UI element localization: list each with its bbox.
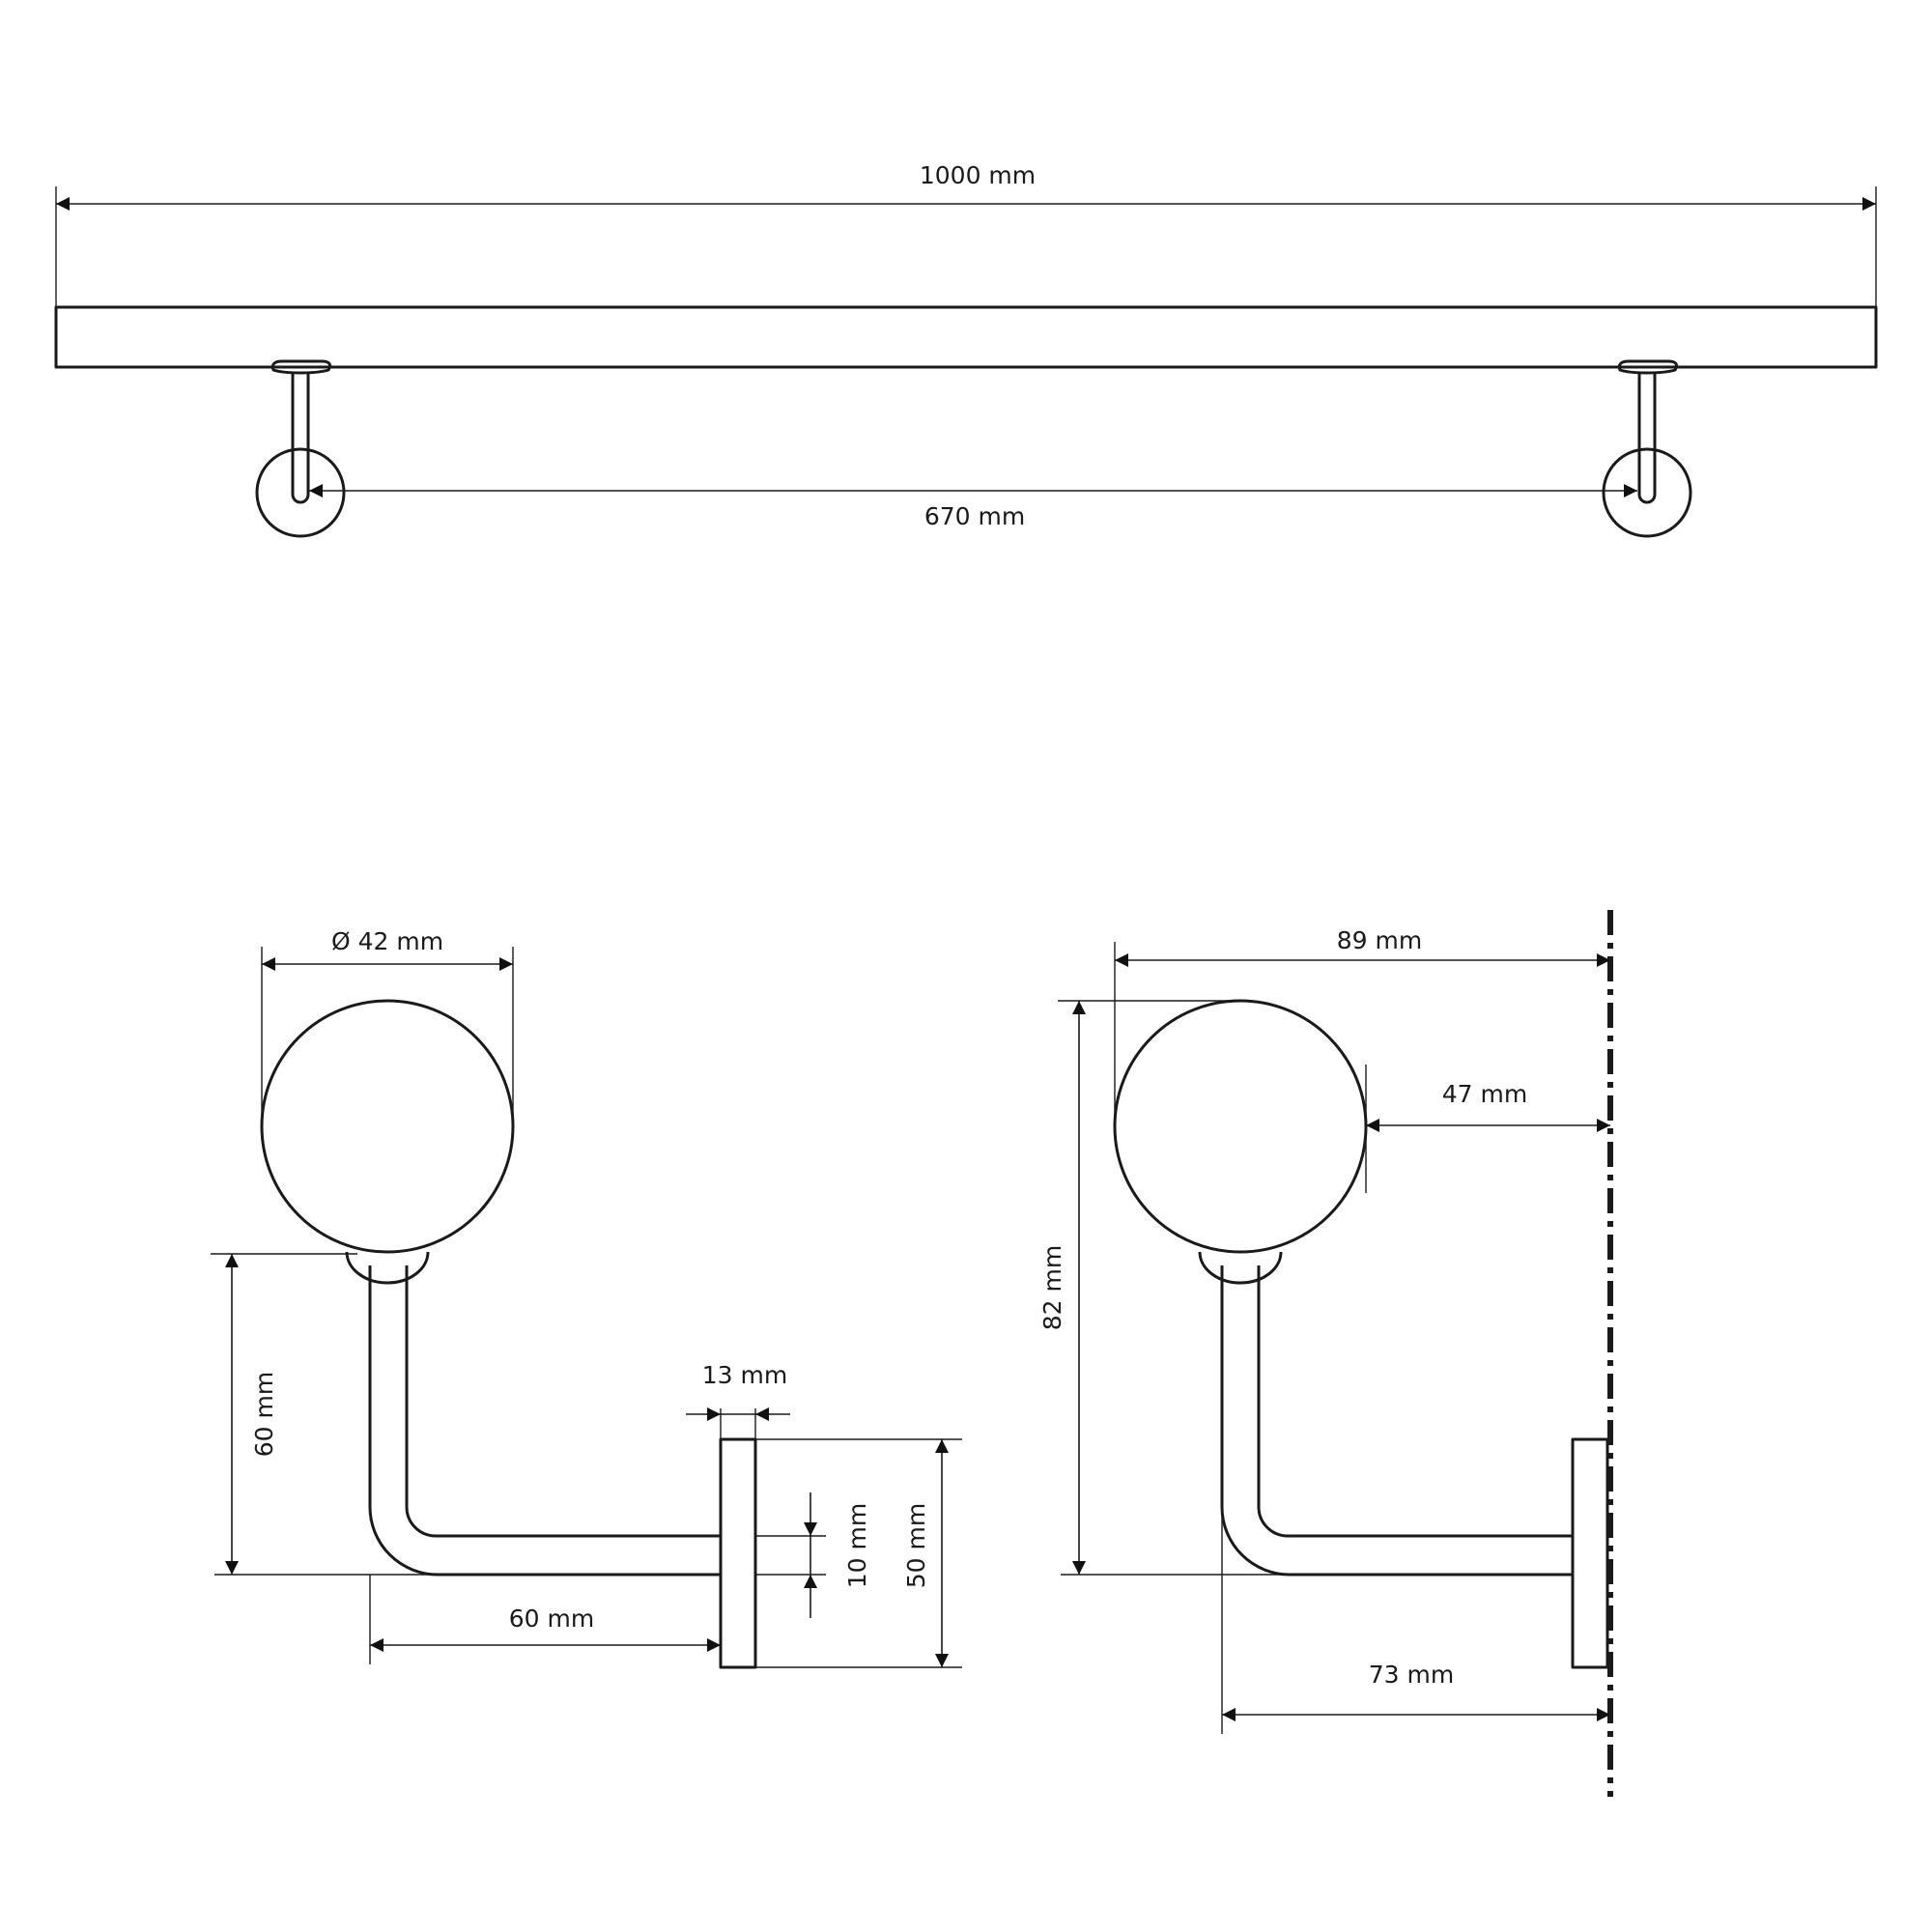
bracket-arm-label: 60 mm <box>509 1605 594 1633</box>
plate-thickness-label: 13 mm <box>702 1361 787 1389</box>
handrail-bar <box>54 305 1878 369</box>
wall-to-rail-outer-label: 89 mm <box>1337 926 1422 954</box>
wall-to-bracket-label: 73 mm <box>1369 1661 1454 1689</box>
front-view: 1000 mm 670 mm <box>54 161 1878 538</box>
side-view-left: Ø 42 mm 60 mm 60 mm 13 mm 10 mm 50 mm <box>211 927 962 1669</box>
bracket-height-label: 60 mm <box>250 1372 278 1457</box>
rail-cross-section <box>260 999 515 1254</box>
bracket-saddle <box>1198 1251 1283 1285</box>
left-wall-plate <box>255 447 346 538</box>
total-height-label: 82 mm <box>1038 1245 1066 1330</box>
right-bracket-saddle <box>1617 359 1678 375</box>
right-bracket-stem <box>1637 372 1657 504</box>
wall-plate <box>719 1437 757 1669</box>
left-bracket <box>255 359 346 538</box>
rail-cross-section <box>1113 999 1368 1254</box>
right-wall-plate <box>1602 447 1692 538</box>
left-bracket-stem <box>291 372 310 504</box>
diameter-label: Ø 42 mm <box>331 927 443 955</box>
wall-plate <box>1571 1437 1609 1669</box>
wall-to-rail-inner-label: 47 mm <box>1442 1080 1527 1108</box>
bracket-spacing-label: 670 mm <box>924 502 1025 530</box>
plate-height-label: 50 mm <box>902 1503 930 1588</box>
bracket-arm <box>1220 1265 1573 1577</box>
right-bracket <box>1602 359 1692 538</box>
bracket-arm <box>368 1265 720 1577</box>
side-view-right: 89 mm 47 mm 82 mm 73 mm <box>1038 910 1613 1797</box>
rail-length-label: 1000 mm <box>920 161 1036 189</box>
screw-hole-label: 10 mm <box>843 1503 871 1588</box>
left-bracket-saddle <box>270 359 331 375</box>
bracket-saddle <box>345 1251 430 1285</box>
